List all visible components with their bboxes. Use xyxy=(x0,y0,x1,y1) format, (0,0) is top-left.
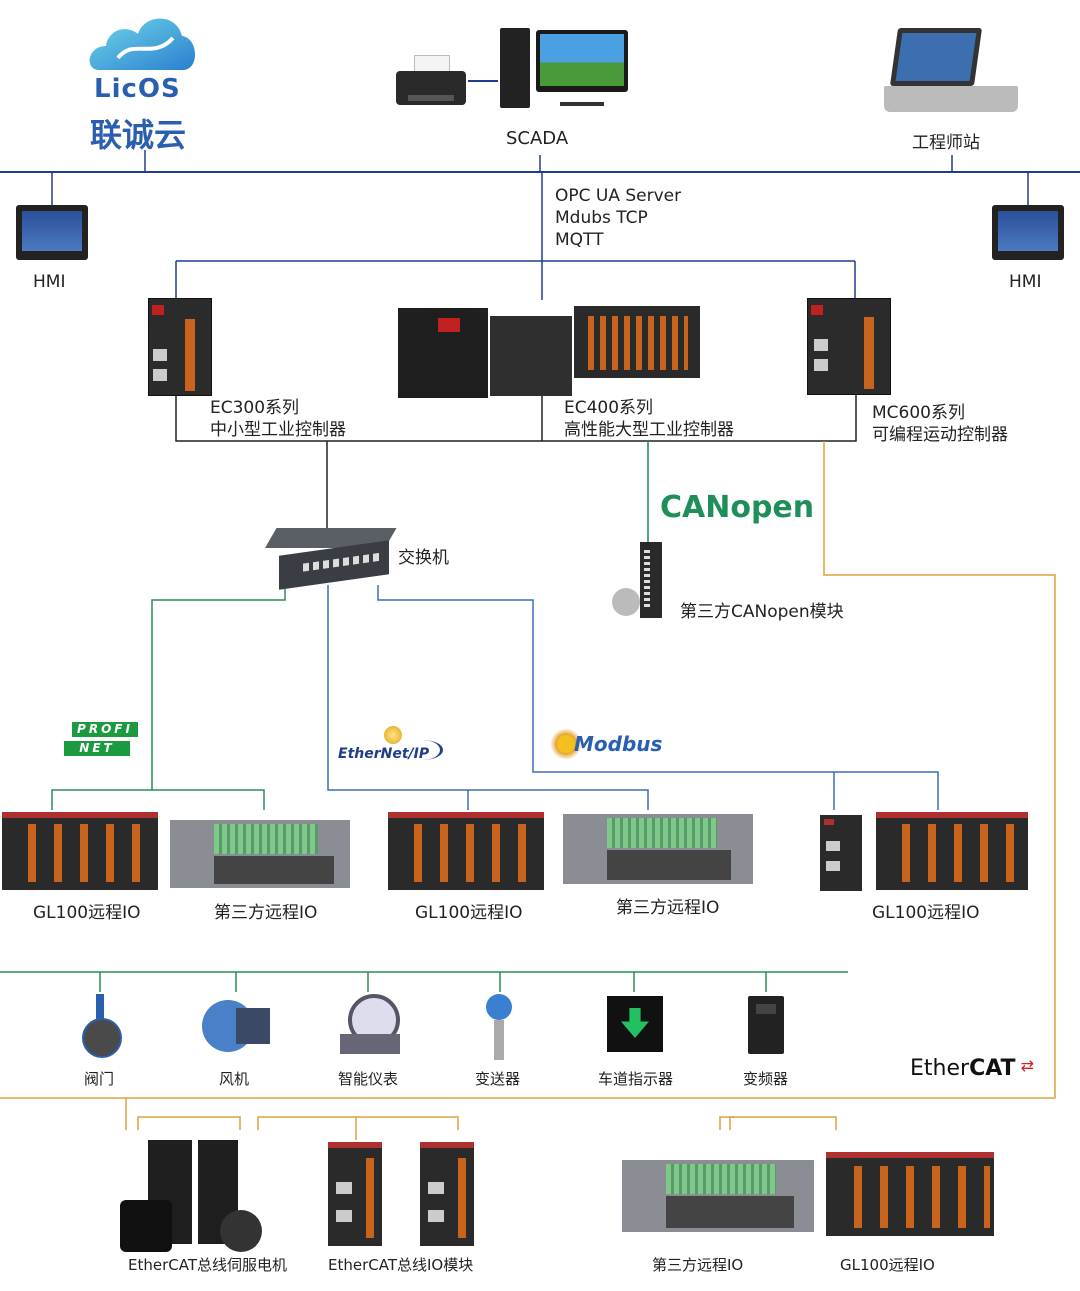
switch-label: 交换机 xyxy=(398,548,449,568)
scada-label: SCADA xyxy=(506,128,569,149)
hmi-right-label: HMI xyxy=(1009,272,1042,292)
mc600-desc: 可编程运动控制器 xyxy=(872,425,1008,445)
scada-stand xyxy=(560,92,604,106)
protocol-modbus-tcp: Mdubs TCP xyxy=(555,208,648,228)
ethercat-arrow-icon: ⇄ xyxy=(1020,1056,1035,1075)
field-device-valve: 阀门 xyxy=(84,1070,115,1088)
ec400-controller xyxy=(398,296,700,401)
canopen-logo: CANopen xyxy=(660,490,814,525)
ec400-series: EC400系列 xyxy=(564,398,654,418)
ethercat-logo-a: Ether xyxy=(910,1056,970,1081)
field-device-lane-indicator: 车道指示器 xyxy=(598,1070,674,1088)
third-io-a xyxy=(170,820,350,888)
field-device-vfd: 变频器 xyxy=(743,1070,789,1088)
ethercat-io-module-a xyxy=(328,1142,382,1246)
licos-logo: LicOS 联诚云 xyxy=(88,8,203,158)
switch-icon xyxy=(265,528,397,590)
ec300-series: EC300系列 xyxy=(210,398,300,418)
gl100-io-b xyxy=(388,812,544,890)
valve-icon xyxy=(82,994,122,1060)
field-device-smart-meter: 智能仪表 xyxy=(338,1070,399,1088)
servo-motor-icon xyxy=(120,1140,266,1252)
ethercat-logo-b: CAT xyxy=(969,1056,1016,1081)
licos-logo-cn: 联诚云 xyxy=(90,116,187,154)
smart-meter-icon xyxy=(340,994,400,1056)
gl100-io-c xyxy=(876,812,1028,890)
ethercat-io-module-b xyxy=(420,1142,474,1246)
hmi-left-label: HMI xyxy=(33,272,66,292)
ethercat-gl100-label: GL100远程IO xyxy=(840,1256,935,1274)
ethercat-third-io xyxy=(622,1160,814,1232)
mc600-controller xyxy=(807,298,891,395)
scada-monitor-icon xyxy=(536,30,628,92)
ethernetip-logo: EtherNet/IP xyxy=(336,726,446,766)
laptop-icon xyxy=(884,28,1020,116)
ec300-desc: 中小型工业控制器 xyxy=(210,420,346,440)
field-device-transmitter: 变送器 xyxy=(475,1070,521,1088)
third-io-a-label: 第三方远程IO xyxy=(214,903,318,923)
profinet-logo-top: PROFI xyxy=(72,722,138,737)
licos-logo-en: LicOS xyxy=(94,74,181,104)
fan-icon xyxy=(202,1000,270,1052)
cloud-icon xyxy=(89,18,196,70)
ec400-desc: 高性能大型工业控制器 xyxy=(564,420,734,440)
gl100-io-a xyxy=(2,812,158,890)
protocol-opcua: OPC UA Server xyxy=(555,186,682,206)
canopen-module-icon xyxy=(612,542,664,618)
canopen-logo-text: CANopen xyxy=(660,490,815,525)
vfd-icon xyxy=(748,996,784,1054)
ethercat-logo: EtherCAT ⇄ xyxy=(910,1056,1034,1081)
ethernetip-swoosh xyxy=(402,740,443,760)
ethercat-third-io-label: 第三方远程IO xyxy=(652,1256,744,1274)
protocol-mqtt: MQTT xyxy=(555,230,604,250)
scada-tower-icon xyxy=(500,28,530,108)
printer-icon xyxy=(396,55,466,110)
gl100-io-c-coupler xyxy=(820,815,862,891)
ethercat-io-module-label: EtherCAT总线IO模块 xyxy=(328,1256,474,1274)
field-device-fan: 风机 xyxy=(219,1070,250,1088)
gl100-io-c-label: GL100远程IO xyxy=(872,903,980,923)
lane-indicator-icon xyxy=(607,996,663,1052)
third-io-b xyxy=(563,814,753,884)
ethernetip-globe-icon xyxy=(384,726,402,744)
gl100-io-b-label: GL100远程IO xyxy=(415,903,523,923)
printer-link xyxy=(468,80,498,82)
hmi-left-icon xyxy=(16,205,88,260)
profinet-logo: PROFI NET xyxy=(64,722,144,758)
canopen-module-label: 第三方CANopen模块 xyxy=(680,602,844,622)
engineer-station-label: 工程师站 xyxy=(912,133,980,153)
gl100-io-a-label: GL100远程IO xyxy=(33,903,141,923)
mc600-series: MC600系列 xyxy=(872,403,965,423)
modbus-logo: Modbus xyxy=(548,726,678,766)
modbus-atom-icon xyxy=(550,728,582,760)
third-io-b-label: 第三方远程IO xyxy=(616,898,720,918)
ec300-controller xyxy=(148,298,212,396)
ethercat-gl100-io xyxy=(826,1152,994,1236)
hmi-right-icon xyxy=(992,205,1064,260)
modbus-logo-text: Modbus xyxy=(574,732,663,756)
profinet-logo-bottom: NET xyxy=(64,741,130,756)
transmitter-icon xyxy=(484,994,514,1060)
ethercat-servo-label: EtherCAT总线伺服电机 xyxy=(128,1256,287,1274)
